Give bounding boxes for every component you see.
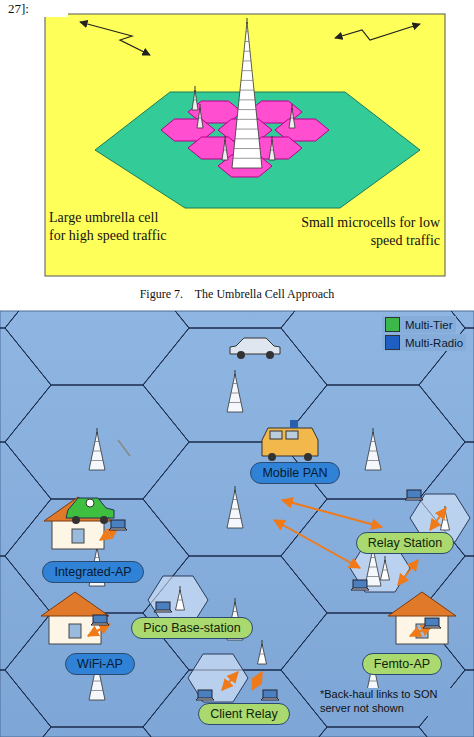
cell (0, 328, 51, 442)
laptop (405, 490, 423, 500)
small-cell (188, 654, 248, 702)
cell (143, 311, 327, 328)
radio-link (88, 500, 446, 690)
laptop (351, 580, 369, 590)
laptop (423, 618, 441, 628)
laptop (261, 690, 279, 700)
note-label: Small microcells for low speed traffic (290, 214, 440, 249)
tower (269, 136, 275, 160)
node-text: WiFi-AP (77, 657, 123, 671)
label-pill: Integrated-AP (42, 561, 143, 583)
signal-arrow (80, 22, 150, 55)
signal-arrow (335, 24, 420, 40)
umbrella-panel (45, 14, 445, 276)
cell (281, 311, 465, 385)
legend-text: Multi-Tier (405, 319, 453, 331)
cell (143, 328, 327, 442)
node-text: Femto-AP (374, 657, 430, 671)
house (41, 592, 109, 644)
houses (41, 497, 456, 644)
radio-link (118, 440, 130, 456)
note-label: 27]: (8, 1, 68, 17)
car (66, 498, 114, 524)
house (388, 592, 456, 644)
tower (289, 104, 295, 128)
label-pill: Pico Base-station (131, 617, 252, 639)
tower (222, 136, 228, 160)
cell (5, 311, 189, 385)
small-cells (148, 494, 470, 702)
label-pill: Femto-AP (362, 653, 442, 675)
label-pill: Mobile PAN (250, 462, 339, 484)
cell (5, 727, 189, 737)
node-text: Client Relay (210, 707, 277, 721)
tower (192, 86, 198, 110)
legend-text: Multi-Radio (405, 337, 463, 349)
note-label: Large umbrella cell for high speed traff… (49, 209, 167, 244)
cell (0, 670, 51, 737)
legend-entry: Multi-Radio (382, 334, 466, 351)
tower (227, 486, 243, 528)
label-pill: WiFi-AP (65, 653, 135, 675)
cell (143, 442, 327, 556)
tower (381, 556, 390, 580)
note-label: *Back-haul links to SON server not shown (320, 688, 468, 716)
laptop (196, 690, 214, 700)
node-text: Pico Base-station (143, 621, 240, 635)
label-pill: Relay Station (356, 532, 454, 554)
laptops (91, 490, 441, 700)
cell (5, 385, 189, 499)
tower (227, 370, 243, 412)
tower (176, 586, 185, 610)
laptop (91, 615, 109, 625)
legend-swatch (385, 335, 400, 350)
cell (143, 556, 327, 670)
cell (281, 727, 465, 737)
legend-entry: Multi-Tier (382, 316, 456, 333)
figure-caption: Figure 7. The Umbrella Cell Approach (0, 287, 474, 302)
laptop (109, 520, 127, 530)
legend-swatch (385, 317, 400, 332)
tower (89, 428, 105, 470)
network-panel (0, 311, 474, 737)
cell (0, 442, 51, 556)
laptop (154, 602, 172, 612)
node-text: Mobile PAN (262, 466, 327, 480)
towers (192, 18, 295, 168)
tower (365, 428, 381, 470)
car (230, 338, 280, 359)
tower (232, 18, 262, 168)
van (262, 420, 318, 461)
tower (258, 640, 267, 664)
node-text: Relay Station (368, 536, 442, 550)
label-pill: Client Relay (198, 703, 289, 725)
hex-grid (0, 311, 474, 737)
node-text: Integrated-AP (54, 565, 131, 579)
